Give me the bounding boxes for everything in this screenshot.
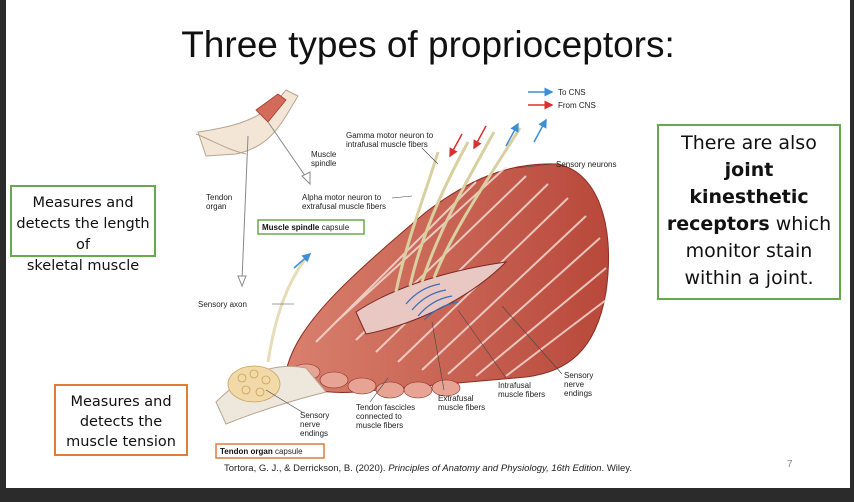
label-leaders <box>265 147 563 413</box>
biceps-sketch <box>255 93 287 123</box>
callout-line: skeletal muscle <box>26 258 140 274</box>
label-sensory-nerve-endings-left-2: nerve <box>300 420 321 429</box>
tendon-organ-callout: Measures and detects the muscle tension <box>54 384 188 456</box>
forearm-sketch <box>195 133 247 155</box>
label-spindle-capsule: Muscle spindle capsule <box>262 223 350 232</box>
slide-title: Three types of proprioceptors: <box>181 24 675 65</box>
label-intrafusal-2: muscle fibers <box>498 390 545 399</box>
leader-line <box>241 135 249 281</box>
tendon-organ-capsule-box <box>215 443 325 459</box>
callout-bold: joint <box>724 159 774 181</box>
leader-line <box>267 121 309 181</box>
citation: Tortora, G. J., & Derrickson, B. (2020).… <box>6 463 850 474</box>
label-sensory-nerve-endings-left-1: Sensory <box>300 411 329 420</box>
muscle-spindle <box>355 261 508 335</box>
callout-line: monitor stain <box>685 240 813 262</box>
citation-publisher: . Wiley. <box>601 463 632 474</box>
legend-to-cns: To CNS <box>558 88 586 97</box>
spindle-capsule-box <box>257 219 365 235</box>
label-sensory-nerve-endings-right-2: nerve <box>564 380 585 389</box>
label-extrafusal-1: Extrafusal <box>438 394 474 403</box>
sensory-axon-arrow <box>293 253 312 269</box>
callout-bold: receptors <box>666 213 770 235</box>
label-sensory-nerve-endings-left-3: endings <box>300 429 328 438</box>
intrafusal-fibers <box>405 283 459 321</box>
label-tendon-organ-capsule: Tendon organ capsule <box>220 447 303 456</box>
tendon-organ <box>227 365 281 403</box>
slide: Three types of proprioceptors: Measures … <box>6 0 850 488</box>
citation-book-title: Principles of Anatomy and Physiology, 16… <box>388 463 602 474</box>
sensory-axon <box>266 257 308 363</box>
callout-line: detects the <box>79 414 163 430</box>
muscle-spindle-callout: Measures and detects the length of skele… <box>10 185 156 274</box>
label-tendon-fascicles-3: muscle fibers <box>356 421 403 430</box>
label-gamma-motor-2: intrafusal muscle fibers <box>346 140 428 149</box>
legend-from-cns: From CNS <box>558 101 596 110</box>
label-tendon-organ-2: organ <box>206 202 226 211</box>
leader-arrowhead <box>301 171 311 186</box>
joint-receptors-callout: There are also joint kinesthetic recepto… <box>657 124 841 300</box>
label-sensory-axon: Sensory axon <box>198 300 247 309</box>
citation-authors: Tortora, G. J., & Derrickson, B. (2020). <box>224 463 389 474</box>
callout-line: Measures and <box>70 394 172 410</box>
callout-line: Measures and <box>32 195 134 211</box>
callout-line: There are also <box>681 132 817 154</box>
callout-line: within a joint. <box>684 267 814 289</box>
label-muscle-spindle-1: Muscle <box>311 150 337 159</box>
callout-line: detects the length of <box>16 216 150 253</box>
label-gamma-motor-1: Gamma motor neuron to <box>346 131 434 140</box>
label-extrafusal-2: muscle fibers <box>438 403 485 412</box>
spindle-nerves <box>394 127 522 293</box>
callout-line: muscle tension <box>66 434 176 450</box>
label-tendon-fascicles-1: Tendon fascicles <box>356 403 415 412</box>
label-muscle-spindle-2: spindle <box>311 159 337 168</box>
label-sensory-nerve-endings-right-3: endings <box>564 389 592 398</box>
label-tendon-fascicles-2: connected to <box>356 412 402 421</box>
label-sensory-nerve-endings-right-1: Sensory <box>564 371 593 380</box>
label-sensory-neurons: Sensory neurons <box>556 160 616 169</box>
callout-bold: kinesthetic <box>689 186 809 208</box>
label-alpha-motor-2: extrafusal muscle fibers <box>302 202 386 211</box>
cns-arrows <box>449 118 547 158</box>
label-alpha-motor-1: Alpha motor neuron to <box>302 193 382 202</box>
page-number: 7 <box>787 459 793 470</box>
proprioceptor-illustration: To CNS From CNS Gamma motor neuron to in… <box>195 87 616 459</box>
label-tendon-organ-1: Tendon <box>206 193 232 202</box>
label-intrafusal-1: Intrafusal <box>498 381 531 390</box>
callout-line: which <box>769 213 832 235</box>
leader-arrowhead <box>237 275 247 288</box>
